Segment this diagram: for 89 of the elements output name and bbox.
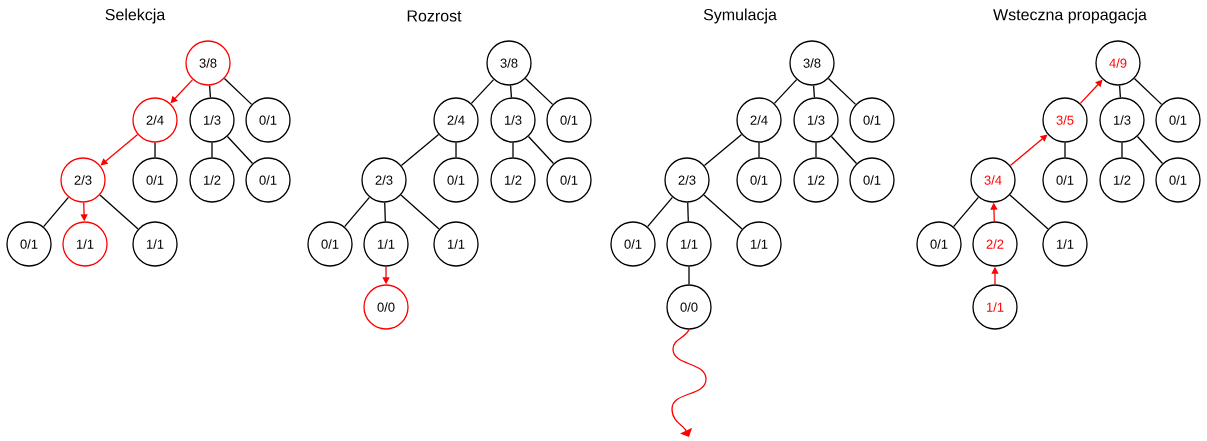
tree-node: 0/1 bbox=[433, 157, 479, 203]
tree-node: 0/1 bbox=[736, 157, 782, 203]
tree-node: 2/3 bbox=[361, 157, 407, 203]
tree-edge bbox=[470, 78, 495, 105]
tree-node: 1/3 bbox=[490, 97, 536, 143]
tree-node: 1/1 bbox=[62, 221, 108, 267]
tree-node: 2/3 bbox=[60, 157, 106, 203]
tree-node: 0/1 bbox=[849, 157, 895, 203]
tree-node: 0/1 bbox=[546, 157, 592, 203]
tree-edge bbox=[509, 84, 513, 99]
tree-edge bbox=[773, 78, 798, 105]
tree-node: 0/1 bbox=[1155, 157, 1201, 203]
tree-node: 1/1 bbox=[433, 221, 479, 267]
tree-edge bbox=[527, 135, 555, 165]
tree-node: 0/1 bbox=[245, 157, 291, 203]
arrow bbox=[1009, 134, 1048, 167]
tree-node: 1/2 bbox=[490, 157, 536, 203]
tree-node: 1/3 bbox=[1099, 97, 1145, 143]
tree-node: 0/1 bbox=[916, 221, 962, 267]
tree-edge bbox=[455, 142, 457, 158]
tree-node: 1/1 bbox=[1042, 221, 1088, 267]
tree-edge bbox=[400, 194, 440, 230]
tree-edge bbox=[1064, 142, 1066, 158]
tree-node: 3/8 bbox=[486, 40, 532, 86]
tree-node: 1/2 bbox=[793, 157, 839, 203]
tree-edge bbox=[703, 133, 743, 167]
tree-node: 0/1 bbox=[1155, 97, 1201, 143]
tree-node: 4/9 bbox=[1095, 40, 1141, 86]
tree-node: 0/0 bbox=[363, 284, 409, 330]
tree-edge bbox=[524, 77, 554, 106]
tree-node: 1/3 bbox=[189, 97, 235, 143]
tree-edge bbox=[812, 84, 816, 99]
tree-node: 1/2 bbox=[189, 157, 235, 203]
tree-edge bbox=[512, 142, 514, 158]
tree-edge bbox=[1133, 77, 1163, 106]
tree-node: 1/2 bbox=[1099, 157, 1145, 203]
tree-node: 3/4 bbox=[970, 157, 1016, 203]
panel-title: Selekcja bbox=[105, 8, 166, 24]
tree-edge bbox=[384, 202, 386, 222]
tree-edge bbox=[827, 77, 857, 106]
tree-node: 0/1 bbox=[132, 157, 178, 203]
tree-node: 1/1 bbox=[736, 221, 782, 267]
tree-node: 0/1 bbox=[307, 221, 353, 267]
tree-node: 0/1 bbox=[1042, 157, 1088, 203]
tree-edge bbox=[815, 142, 817, 158]
tree-edge bbox=[688, 266, 690, 285]
panel-title: Wsteczna propagacja bbox=[993, 8, 1147, 24]
tree-node: 2/4 bbox=[433, 97, 479, 143]
panel-title: Symulacja bbox=[703, 8, 777, 24]
tree-edge bbox=[43, 196, 70, 228]
tree-node: 0/1 bbox=[610, 221, 656, 267]
tree-edge bbox=[400, 133, 440, 167]
tree-edge bbox=[687, 202, 689, 222]
tree-node: 2/4 bbox=[736, 97, 782, 143]
tree-edge bbox=[223, 77, 253, 106]
tree-node: 0/1 bbox=[6, 221, 52, 267]
tree-node: 0/1 bbox=[546, 97, 592, 143]
arrow bbox=[100, 133, 139, 166]
tree-node: 3/5 bbox=[1042, 97, 1088, 143]
tree-node: 3/8 bbox=[185, 40, 231, 86]
tree-edge bbox=[154, 142, 156, 158]
tree-node: 0/1 bbox=[849, 97, 895, 143]
tree-node: 2/4 bbox=[132, 97, 178, 143]
tree-edge bbox=[1121, 142, 1123, 158]
tree-node: 0/0 bbox=[666, 284, 712, 330]
tree-edge bbox=[226, 135, 254, 165]
tree-node: 3/8 bbox=[789, 40, 835, 86]
tree-edge bbox=[952, 196, 980, 228]
tree-edge bbox=[99, 194, 139, 230]
tree-edge bbox=[208, 84, 212, 99]
tree-edge bbox=[1009, 194, 1049, 230]
tree-edge bbox=[1118, 84, 1122, 99]
tree-node: 0/1 bbox=[245, 97, 291, 143]
tree-edge bbox=[758, 142, 760, 158]
tree-node: 1/1 bbox=[666, 221, 712, 267]
tree-node: 1/3 bbox=[793, 97, 839, 143]
tree-node: 1/1 bbox=[132, 221, 178, 267]
tree-edge bbox=[343, 196, 371, 228]
tree-node: 1/1 bbox=[363, 221, 409, 267]
tree-node: 1/1 bbox=[972, 284, 1018, 330]
tree-edge bbox=[211, 142, 213, 158]
panel-title: Rozrost bbox=[407, 10, 462, 22]
tree-node: 2/3 bbox=[664, 157, 710, 203]
tree-node: 2/2 bbox=[972, 221, 1018, 267]
tree-edge bbox=[703, 194, 743, 230]
tree-edge bbox=[1136, 135, 1164, 165]
wavy-arrow bbox=[671, 329, 707, 437]
tree-edge bbox=[646, 196, 674, 228]
tree-edge bbox=[830, 135, 858, 165]
